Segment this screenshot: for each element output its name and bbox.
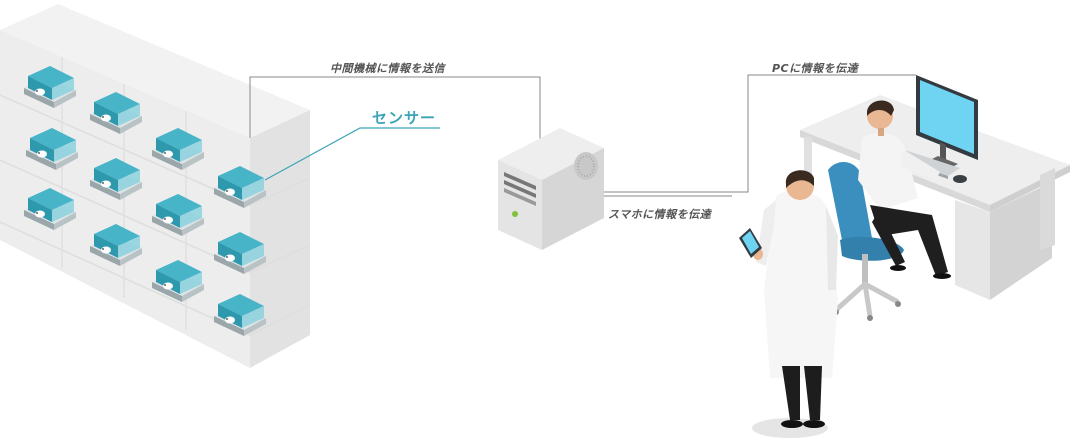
- intermediate-machine: [498, 128, 604, 250]
- mouse-icon: [953, 175, 967, 183]
- fan-grille-icon: [574, 152, 598, 180]
- label-transmit-to-pc: PCに情報を伝達: [772, 62, 859, 75]
- connection-lines: [249, 74, 916, 197]
- pc-monitor: [916, 75, 978, 168]
- line-rack-to-server: [249, 76, 541, 140]
- animal-rack: [0, 4, 311, 368]
- label-sensor: センサー: [372, 109, 437, 127]
- label-transmit-to-phone: スマホに情報を伝達: [608, 208, 712, 221]
- seated-researcher: [858, 100, 951, 279]
- sensor-leader-line: [264, 127, 440, 181]
- smartphone-icon: [739, 228, 762, 258]
- label-send-to-intermediate: 中間機械に情報を送信: [330, 62, 445, 75]
- line-server-to-pc: [596, 74, 916, 193]
- power-led-icon: [512, 211, 518, 217]
- standing-researcher: [752, 170, 838, 438]
